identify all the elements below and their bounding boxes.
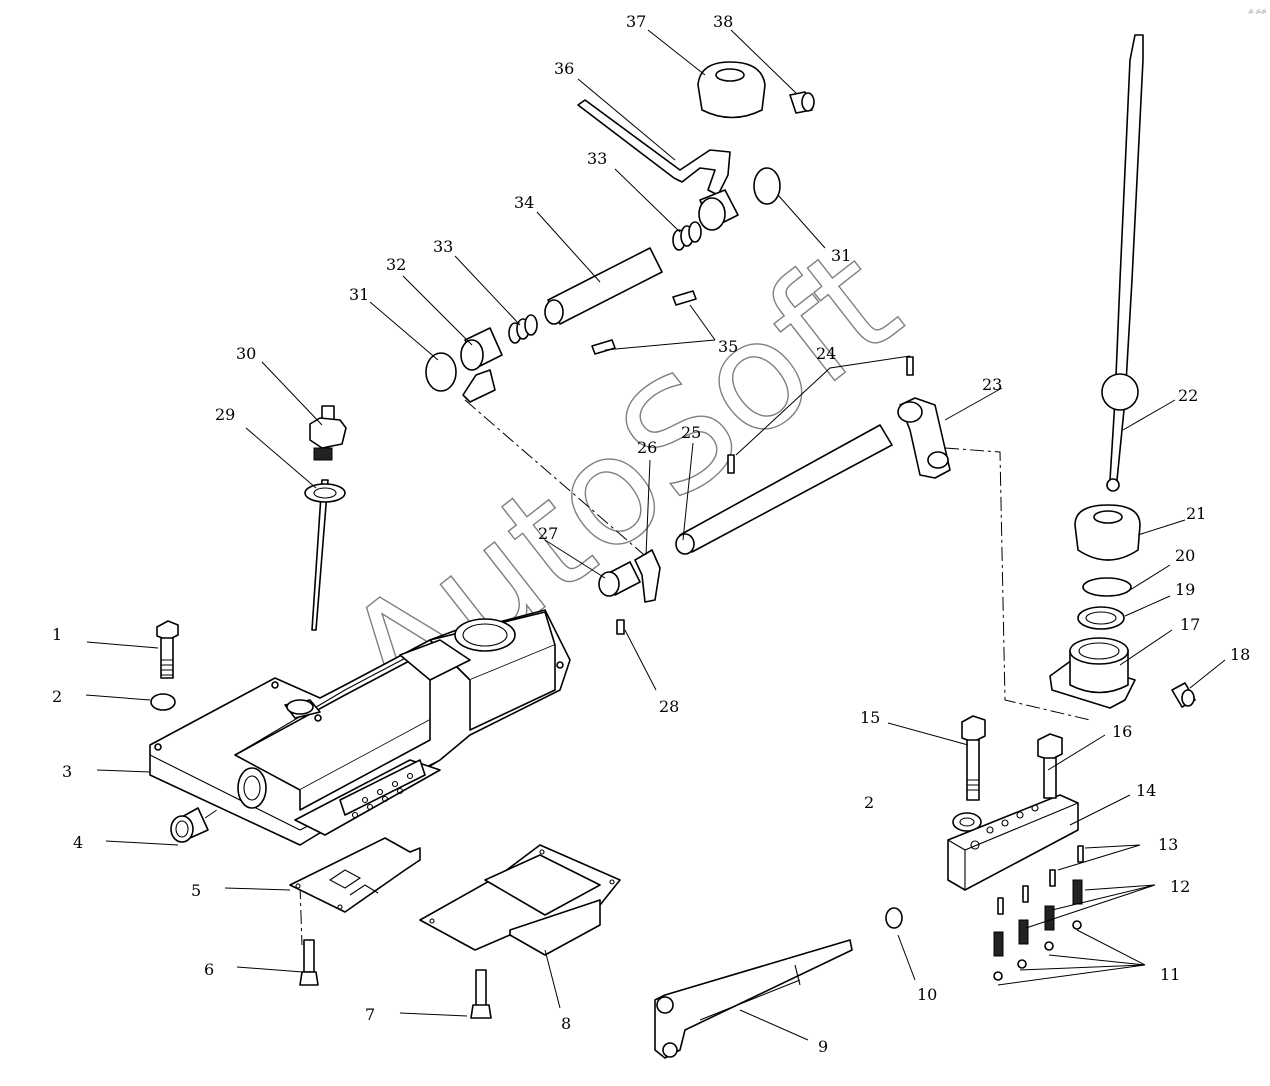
part-20-snap-ring <box>1082 577 1132 597</box>
callout-15: 15 <box>860 708 880 727</box>
callout-19: 19 <box>1175 580 1195 599</box>
part-18-plug <box>1171 682 1196 708</box>
callout-5: 5 <box>191 881 201 900</box>
parts-11-12-13-detent-set <box>993 845 1084 981</box>
callout-27: 27 <box>538 524 558 543</box>
part-5-gate-plate <box>289 837 421 913</box>
part-30-switch-sensor <box>309 405 347 631</box>
part-14-detent-block <box>947 794 1079 891</box>
part-28-pin <box>616 619 625 635</box>
callout-29: 29 <box>215 405 235 424</box>
part-3-housing <box>149 609 571 846</box>
part-37-knob-boot <box>697 61 766 119</box>
part-29-sealing-washer <box>304 483 346 503</box>
corner-mark: ॐ ॐॐ <box>1248 8 1267 16</box>
part-4-bushing <box>170 807 209 843</box>
callout-20: 20 <box>1175 546 1195 565</box>
part-16-bolt <box>1037 733 1063 799</box>
part-19-bearing-ring <box>1077 606 1125 630</box>
callout-22: 22 <box>1178 386 1198 405</box>
part-35-keys <box>591 290 697 355</box>
part-36-shift-link <box>577 99 739 231</box>
callout-9: 9 <box>818 1037 828 1056</box>
callout-25: 25 <box>681 423 701 442</box>
part-23-shift-arm <box>897 397 951 479</box>
part-25-shift-shaft <box>675 424 893 555</box>
callout-12: 12 <box>1170 877 1190 896</box>
part-27-bushing <box>598 561 641 597</box>
callout-34: 34 <box>514 193 534 212</box>
callout-38: 38 <box>713 12 733 31</box>
part-15-bolt <box>961 715 986 801</box>
callout-11: 11 <box>1160 965 1180 984</box>
callout-4: 4 <box>73 833 83 852</box>
part-32-bearing <box>460 327 503 403</box>
callout-33a: 33 <box>433 237 453 256</box>
callout-32: 32 <box>386 255 406 274</box>
callout-labels: 1 2 3 4 5 6 7 8 9 10 11 12 13 14 15 2 16… <box>52 12 1250 1056</box>
leader-lines <box>85 29 1226 1041</box>
callout-21: 21 <box>1186 504 1206 523</box>
callout-1: 1 <box>52 625 62 644</box>
callout-31a: 31 <box>349 285 369 304</box>
part-33-spring-left <box>508 314 538 344</box>
callout-28: 28 <box>659 697 679 716</box>
part-9-selector-shaft <box>654 939 853 1059</box>
part-31-circlip-right <box>753 167 781 205</box>
callout-18: 18 <box>1230 645 1250 664</box>
callout-35: 35 <box>718 337 738 356</box>
callout-2b: 2 <box>864 793 874 812</box>
callout-16: 16 <box>1112 722 1132 741</box>
callout-31b: 31 <box>831 246 851 265</box>
part-38-plug <box>789 91 815 114</box>
callout-13: 13 <box>1158 835 1178 854</box>
callout-23: 23 <box>982 375 1002 394</box>
callout-26: 26 <box>637 438 657 457</box>
callout-33b: 33 <box>587 149 607 168</box>
part-1-bolt <box>156 620 179 679</box>
part-21-boot <box>1074 504 1141 561</box>
callout-14: 14 <box>1136 781 1156 800</box>
callout-7: 7 <box>365 1005 375 1024</box>
callout-17: 17 <box>1180 615 1200 634</box>
part-7-bolt <box>470 969 492 1019</box>
callout-2a: 2 <box>52 687 62 706</box>
part-33-spring-right <box>672 221 702 251</box>
part-17-boot-base <box>1049 637 1136 709</box>
part-24-pin-b <box>727 454 735 474</box>
part-26-shift-finger <box>634 549 661 603</box>
part-34-shaft <box>544 247 663 325</box>
callout-30: 30 <box>236 344 256 363</box>
callout-24: 24 <box>816 344 836 363</box>
callout-36: 36 <box>554 59 574 78</box>
part-8-cover-tray <box>419 844 621 956</box>
callout-37: 37 <box>626 12 646 31</box>
part-10-o-ring <box>885 907 903 929</box>
callout-6: 6 <box>204 960 214 979</box>
part-2-lock-washer-right <box>952 812 982 832</box>
callout-3: 3 <box>62 762 72 781</box>
part-22-shift-lever <box>1101 34 1144 492</box>
callout-8: 8 <box>561 1014 571 1033</box>
part-6-bolt <box>299 939 319 986</box>
part-24-pin <box>906 356 914 376</box>
part-2-lock-washer <box>150 693 176 711</box>
part-31-circlip-left <box>425 352 457 392</box>
callout-10: 10 <box>917 985 937 1004</box>
